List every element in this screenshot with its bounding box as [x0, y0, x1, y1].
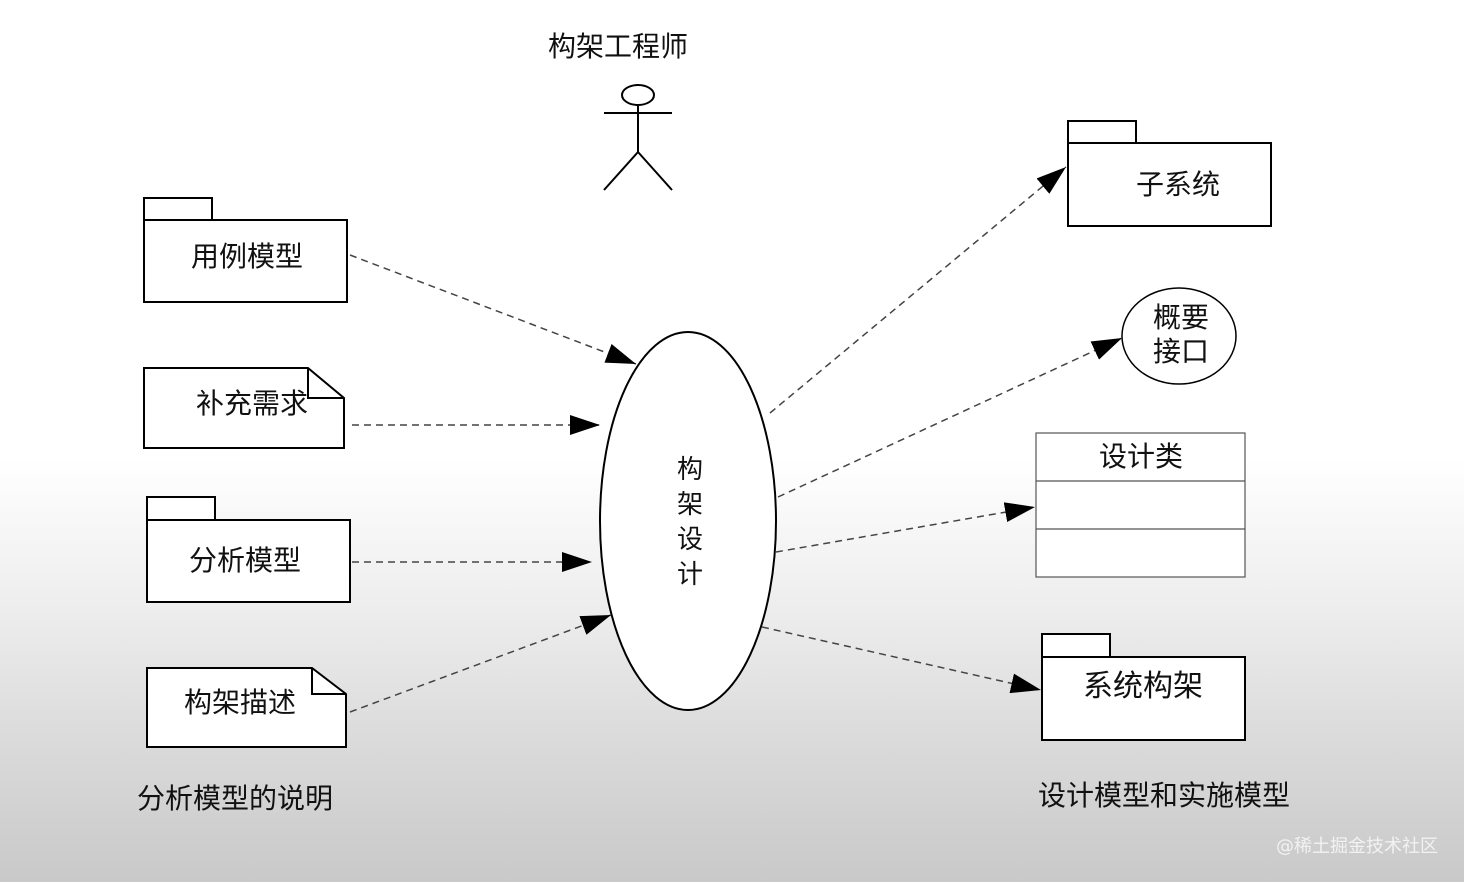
use-case-model-label: 用例模型 [191, 240, 303, 273]
left-caption: 分析模型的说明 [137, 782, 333, 815]
system-architecture-package: 系统构架 [1041, 633, 1246, 741]
arrow-use-case-to-design [349, 254, 637, 365]
right-caption: 设计模型和实施模型 [1038, 779, 1290, 812]
interface-label-line-2: 接口 [1153, 335, 1209, 368]
process-label-line-2: 架 [677, 490, 703, 520]
supplementary-requirements-document: 补充需求 [143, 367, 345, 449]
supplementary-requirements-label: 补充需求 [196, 387, 308, 420]
use-case-model-package: 用例模型 [143, 197, 348, 303]
architecture-design-process: 构 架 设 计 [599, 331, 777, 711]
process-label-line-4: 计 [677, 560, 703, 590]
arrow-design-to-interface [777, 337, 1123, 498]
architecture-description-document: 构架描述 [146, 667, 347, 748]
arrow-description-to-design [349, 614, 612, 713]
output-arrows [761, 166, 1123, 694]
design-class-label: 设计类 [1099, 440, 1183, 473]
subsystem-label: 子系统 [1136, 168, 1220, 201]
architect-actor [603, 84, 673, 191]
design-class-box: 设计类 [1035, 432, 1246, 578]
interface-node: 概要 接口 [1121, 287, 1237, 385]
subsystem-package: 子系统 [1067, 120, 1272, 227]
arrow-design-to-design-class [775, 502, 1036, 553]
interface-label-line-1: 概要 [1153, 301, 1209, 334]
arrow-design-to-subsystem [769, 166, 1067, 414]
analysis-model-label: 分析模型 [189, 544, 301, 577]
watermark-text: @稀土掘金技术社区 [1276, 836, 1438, 857]
architecture-description-label: 构架描述 [184, 686, 296, 719]
input-arrows [349, 254, 637, 713]
system-architecture-label: 系统构架 [1083, 669, 1203, 704]
process-label-line-3: 设 [677, 525, 703, 555]
actor-label: 构架工程师 [548, 30, 688, 63]
analysis-model-package: 分析模型 [146, 496, 351, 603]
arrow-design-to-system-architecture [761, 626, 1042, 694]
process-label-line-1: 构 [677, 455, 703, 485]
